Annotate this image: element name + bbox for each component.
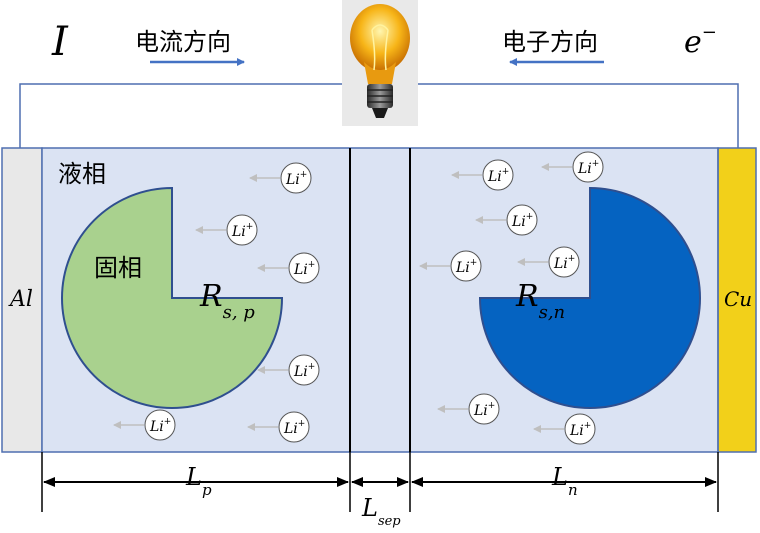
svg-text:Li+: Li+ xyxy=(293,362,315,380)
ln-label: Ln xyxy=(551,463,578,499)
li-ion: Li+ xyxy=(475,204,538,236)
electrolyte-outline xyxy=(41,147,719,453)
lsep-label: Lsep xyxy=(361,494,401,529)
li-ion: Li+ xyxy=(257,252,320,284)
cathode-radius-label: Rs, p xyxy=(199,279,255,323)
svg-text:Li+: Li+ xyxy=(473,401,495,419)
external-circuit-wire xyxy=(19,83,739,148)
li-ion: Li+ xyxy=(419,250,482,282)
al-label: Al xyxy=(8,287,33,312)
li-ion: Li+ xyxy=(533,413,596,445)
anode-particle xyxy=(478,186,701,409)
light-bulb-icon xyxy=(342,0,418,126)
solid-phase-label: 固相 xyxy=(94,254,142,282)
separator-region xyxy=(350,148,410,452)
anode-radius-label: Rs,n xyxy=(515,279,565,323)
lsep-label-base: L xyxy=(361,494,378,522)
li-ion: Li+ xyxy=(451,159,514,191)
lp-label-base: L xyxy=(185,463,202,491)
li-ion: Li+ xyxy=(195,214,258,246)
electron-direction-label: 电子方向 xyxy=(502,28,598,56)
cathode-radius-sub: s, p xyxy=(223,302,256,323)
cu-current-collector xyxy=(717,147,757,453)
current-direction-label: 电流方向 xyxy=(135,28,231,56)
svg-text:Li+: Li+ xyxy=(577,159,599,177)
li-ion: Li+ xyxy=(247,411,310,443)
svg-text:Li+: Li+ xyxy=(285,170,307,188)
svg-text:Li+: Li+ xyxy=(455,258,477,276)
electron-symbol-sup: − xyxy=(702,22,717,43)
li-ion: Li+ xyxy=(113,409,176,441)
current-symbol: I xyxy=(51,19,69,65)
li-ion: Li+ xyxy=(249,162,312,194)
cu-label: Cu xyxy=(724,287,752,311)
svg-text:Li+: Li+ xyxy=(553,254,575,272)
li-ion: Li+ xyxy=(437,393,500,425)
li-ion: Li+ xyxy=(257,354,320,386)
ln-label-base: L xyxy=(551,463,568,491)
anode-radius-sub: s,n xyxy=(539,302,566,323)
lp-label-sub: p xyxy=(202,481,212,499)
svg-text:Li+: Li+ xyxy=(149,417,171,435)
svg-text:Li+: Li+ xyxy=(283,419,305,437)
cathode-radius-base: R xyxy=(199,279,223,314)
svg-text:Li+: Li+ xyxy=(569,421,591,439)
lp-label: Lp xyxy=(185,463,212,499)
svg-text:Li+: Li+ xyxy=(511,212,533,230)
li-ion: Li+ xyxy=(541,151,604,183)
anode-radius-base: R xyxy=(515,279,539,314)
lsep-label-sub: sep xyxy=(378,514,401,529)
electron-symbol: e− xyxy=(684,22,717,60)
liquid-phase-label: 液相 xyxy=(58,160,106,188)
al-current-collector xyxy=(1,147,43,453)
svg-text:Li+: Li+ xyxy=(231,222,253,240)
ln-label-sub: n xyxy=(568,481,578,499)
svg-text:Li+: Li+ xyxy=(293,260,315,278)
li-ion: Li+ xyxy=(517,246,580,278)
svg-text:Li+: Li+ xyxy=(487,167,509,185)
electron-symbol-base: e xyxy=(684,25,702,60)
